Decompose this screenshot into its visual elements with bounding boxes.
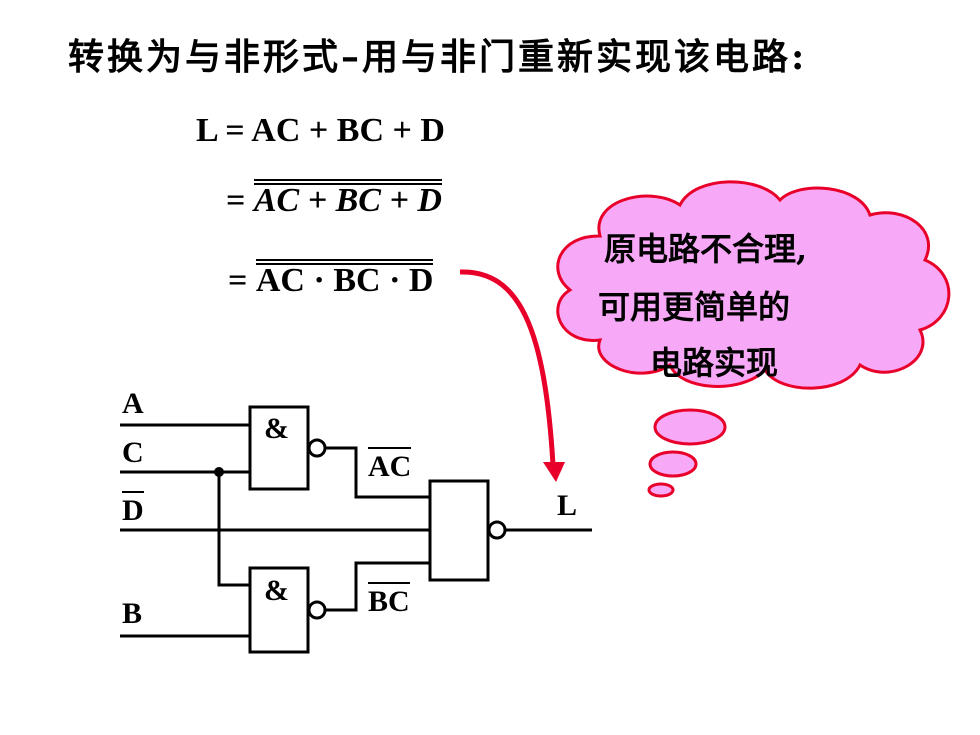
gate-1-output-label: AC [368,447,412,484]
equation-dot-2: · [380,262,409,299]
nand-gate-1-bubble [307,438,327,458]
equation-term-ac: AC [255,259,306,299]
input-label-d: D [122,491,144,528]
thought-bubble-large [653,408,727,446]
equation-term-bc: BC [333,259,381,299]
nand-gate-2-bubble [307,600,327,620]
equation-line-2-body: AC + BC + D [253,179,442,219]
input-label-d-text: D [122,491,144,527]
gate-2-symbol: & [264,574,289,607]
thought-bubble-medium [648,450,698,478]
equation-line-2-equals: = [226,182,254,219]
wire-c-branch [217,472,250,587]
nand-gate-3 [428,479,490,582]
cloud-text-line-2: 可用更简单的 [598,288,791,326]
equation-line-3: = AC · BC · D [228,259,434,300]
equation-line-1: L = AC + BC + D [196,112,445,149]
equation-line-3-product: AC · BC · D [255,259,434,300]
gate-2-output-label: BC [368,582,410,619]
equation-line-2: = AC + BC + D [226,179,442,220]
wire-bc-out [325,561,430,612]
pointer-arrow [459,269,556,466]
slide-title: 转换为与非形式–用与非门重新实现该电路: [68,36,808,78]
cloud-text-line-3: 电路实现 [650,344,779,382]
equation-term-d: D [408,259,434,299]
junction-dot [214,467,224,477]
nand-gate-3-bubble [487,520,507,540]
cloud-text-line-1: 原电路不合理, [604,230,808,268]
equation-line-3-equals: = [228,262,256,299]
output-label-l: L [557,489,578,522]
pointer-arrowhead [543,462,565,482]
thought-cloud [556,180,951,390]
gate-2-output-text: BC [368,582,410,618]
equation-dot-1: · [304,262,334,299]
gate-1-output-text: AC [368,447,412,483]
input-label-a: A [122,387,144,420]
input-label-c: C [122,436,144,469]
thought-bubble-small [647,482,675,498]
wire-ac-out [325,446,430,499]
input-label-b: B [122,597,143,630]
gate-1-symbol: & [264,412,289,445]
